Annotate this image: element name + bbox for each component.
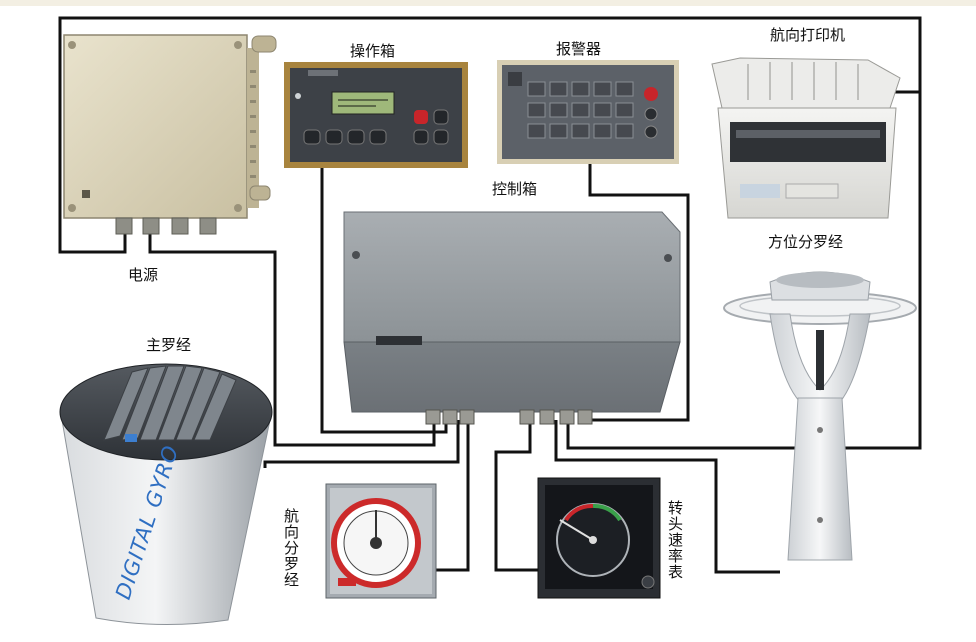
cable-heading-repeater-to-control [435,420,470,572]
cable-power-to-control [148,232,436,447]
cable-power-left-down [58,190,127,254]
label-bearing-repeater: 方位分罗经 [768,233,844,251]
master-compass [59,363,273,626]
label-control-unit: 控制箱 [492,180,538,198]
cable-operator-to-control [320,165,448,434]
course-printer [711,57,901,219]
label-power-supply: 电源 [128,266,159,284]
label-course-printer: 航向打印机 [770,26,846,44]
cable-printer-to-control [566,92,922,450]
alarm-unit [497,60,679,164]
heading-repeater [325,483,437,599]
power-supply-unit [63,34,277,235]
control-unit [343,211,681,425]
cable-alarm-to-control [582,162,690,422]
cable-bearing-to-control [554,420,780,574]
cable-network [58,16,922,574]
cable-master-to-control [263,420,460,468]
label-rate-of-turn-indicator: 转头速率表 [666,500,684,580]
cable-top-loop [58,16,922,190]
label-heading-repeater: 航向分罗经 [282,508,300,588]
label-master-compass: 主罗经 [146,336,192,354]
rate-of-turn-indicator [537,477,661,599]
operator-unit [284,62,468,168]
bearing-repeater [723,271,917,561]
cable-rot-to-control [494,420,540,572]
label-operator-unit: 操作箱 [350,42,396,60]
label-alarm-unit: 报警器 [556,40,602,58]
